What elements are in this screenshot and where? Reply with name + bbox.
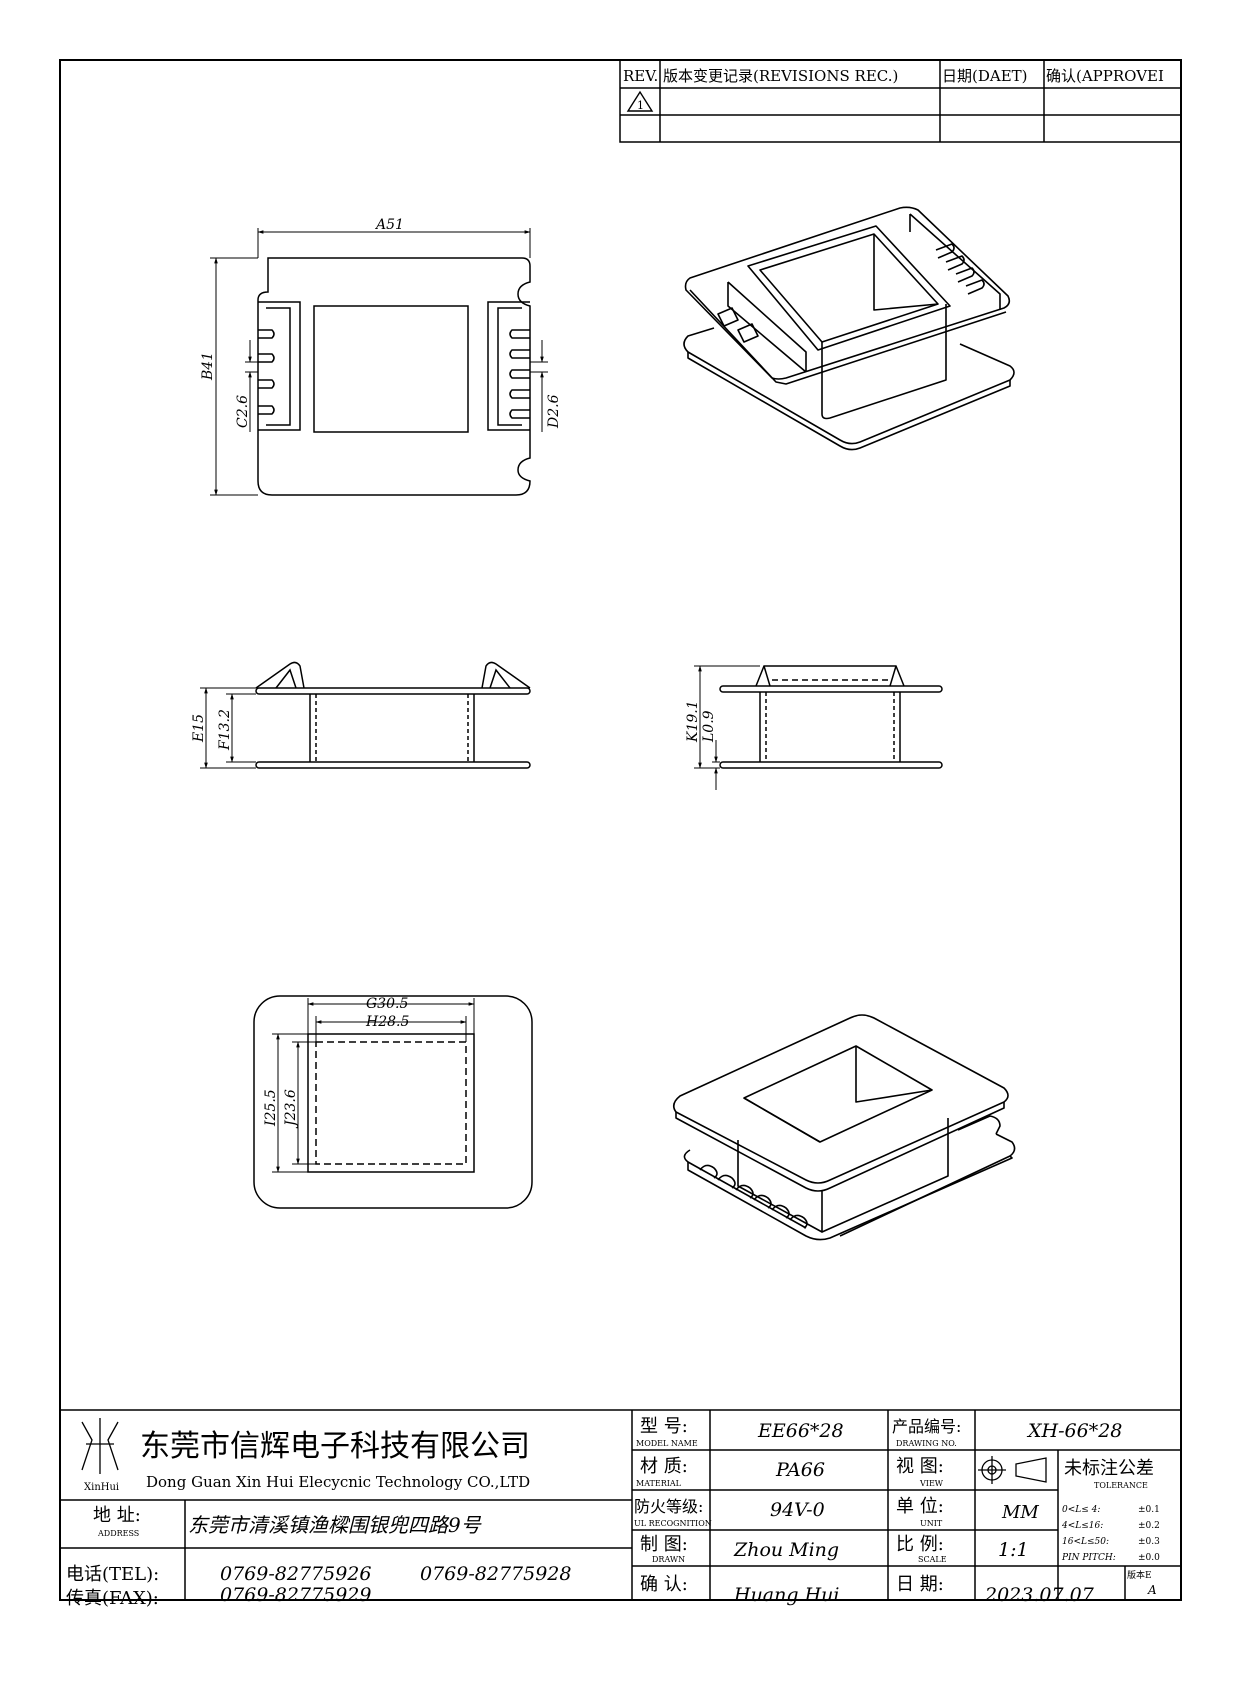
drawing-no-label-en: DRAWING NO. [896, 1439, 957, 1448]
ul-label: 防火等级: [634, 1497, 703, 1516]
tolerance-range-3: 16<L≤50: [1062, 1537, 1109, 1547]
dimension-j: J23.6 [283, 1089, 299, 1129]
scale-label: 比 例: [896, 1534, 944, 1555]
unit-value: MM [1001, 1502, 1039, 1523]
approve-header: 确认(APPROVEI [1046, 67, 1164, 85]
tolerance-value-4: ±0.0 [1138, 1553, 1160, 1563]
drawing-no-value: XH-66*28 [1026, 1420, 1122, 1442]
date-label: 日 期: [896, 1574, 944, 1595]
drawing-no-label: 产品编号: [892, 1417, 961, 1436]
tolerance-range-1: 0<L≤ 4: [1062, 1505, 1100, 1515]
dimension-c: C2.6 [235, 395, 251, 428]
model-label: 型 号: [640, 1416, 688, 1437]
material-label: 材 质: [640, 1456, 688, 1477]
top-view-dimension-lines [210, 228, 548, 496]
ul-value: 94V-0 [770, 1499, 825, 1521]
isometric-top-view [683, 206, 1015, 451]
tel-number-2: 0769-82775928 [420, 1563, 571, 1585]
tolerance-range-2: 4<L≤16: [1061, 1521, 1103, 1531]
dimension-d: D2.6 [546, 394, 562, 429]
scale-value: 1:1 [998, 1539, 1029, 1561]
dimension-l: L0.9 [701, 710, 717, 743]
dimension-i: I25.5 [263, 1089, 279, 1127]
dimension-h: H28.5 [365, 1014, 409, 1030]
side-view [255, 661, 531, 769]
ul-label-en: UL RECOGNITION [634, 1519, 712, 1528]
tolerance-range-4: PIN PITCH: [1061, 1553, 1116, 1563]
confirm-label: 确 认: [640, 1574, 688, 1595]
view-label: 视 图: [896, 1456, 944, 1477]
drawn-label: 制 图: [640, 1534, 688, 1555]
bottom-view [253, 995, 533, 1209]
drawing-border [59, 59, 1182, 1601]
revision-table [619, 59, 1182, 143]
model-value: EE66*28 [757, 1420, 844, 1442]
dimension-f: F13.2 [217, 709, 233, 751]
drawn-value: Zhou Ming [733, 1539, 839, 1561]
rev-header: REV. [623, 67, 658, 85]
front-view [719, 665, 943, 769]
fax-label: 传真(FAX): [66, 1588, 159, 1609]
tolerance-label: 未标注公差 [1064, 1458, 1154, 1479]
unit-label: 单 位: [896, 1496, 944, 1517]
logo-text: XinHui [84, 1482, 119, 1493]
scale-label-en: SCALE [918, 1555, 947, 1564]
dimension-k: K19.1 [685, 700, 701, 743]
tel-label: 电话(TEL): [66, 1564, 159, 1585]
title-block-grid [59, 1409, 1182, 1601]
date-header: 日期(DAET) [942, 67, 1028, 85]
material-label-en: MATERIAL [636, 1479, 682, 1488]
side-view-dimension-lines [200, 687, 256, 769]
bottom-view-dimension-lines [272, 998, 475, 1173]
revision-triangle-icon [626, 90, 654, 112]
company-name-en: Dong Guan Xin Hui Elecycnic Technology C… [146, 1473, 530, 1491]
confirm-value: Huang Hui [734, 1584, 840, 1606]
model-label-en: MODEL NAME [636, 1439, 698, 1448]
top-view [257, 257, 531, 496]
material-value: PA66 [775, 1459, 825, 1481]
drawn-label-en: DRAWN [652, 1555, 685, 1564]
dimension-e: E15 [191, 714, 207, 743]
revision-number: 1 [637, 99, 644, 112]
version-label: 版本E [1127, 1569, 1152, 1581]
company-name-cn: 东莞市信辉电子科技有限公司 [140, 1429, 530, 1464]
tolerance-value-2: ±0.2 [1138, 1521, 1160, 1531]
tolerance-value-3: ±0.3 [1138, 1537, 1160, 1547]
address-label-en: ADDRESS [97, 1529, 139, 1538]
dimension-g: G30.5 [366, 996, 408, 1012]
revision-record-header: 版本变更记录(REVISIONS REC.) [663, 67, 898, 85]
fax-value: 0769-82775929 [220, 1584, 372, 1606]
xinhui-logo [81, 1418, 119, 1474]
tel-number-1: 0769-82775926 [220, 1563, 371, 1585]
date-value: 2023.07.07 [985, 1584, 1094, 1606]
address-value: 东莞市清溪镇渔樑围银兜四路9号 [188, 1513, 482, 1537]
tolerance-value-1: ±0.1 [1138, 1505, 1160, 1515]
tolerance-label-en: TOLERANCE [1094, 1481, 1148, 1490]
version-value: A [1147, 1583, 1157, 1597]
dimension-b: B41 [200, 352, 216, 381]
view-label-en: VIEW [919, 1479, 944, 1488]
front-view-dimension-lines [694, 665, 760, 790]
unit-label-en: UNIT [920, 1519, 943, 1528]
projection-symbol-icon [978, 1456, 1047, 1484]
isometric-bottom-view [672, 1014, 1016, 1241]
address-label: 地 址: [93, 1505, 141, 1526]
dimension-a: A51 [374, 217, 404, 233]
